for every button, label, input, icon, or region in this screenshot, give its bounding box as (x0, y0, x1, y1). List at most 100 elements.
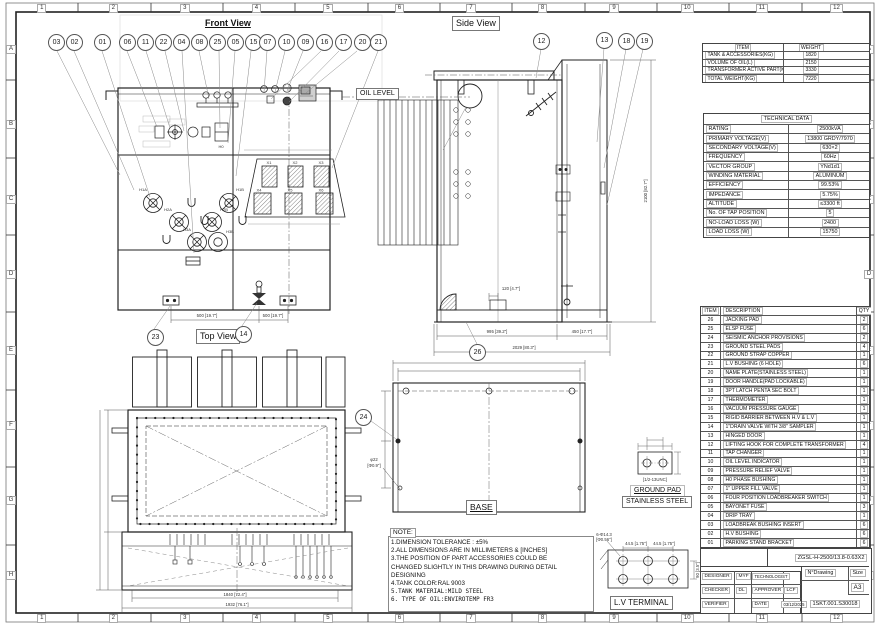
grid-ref-label: 6 (394, 3, 405, 13)
callout-bubble: 12 (533, 33, 550, 50)
callout-bubble: 24 (355, 409, 372, 426)
top-view-drawing (96, 349, 362, 612)
grid-ref-label: 5 (323, 3, 333, 13)
technical-data-row: PRIMARY VOLTAGE(V) 13800 GRDY/7970 (704, 134, 869, 144)
checker-value: DL (736, 587, 748, 594)
grid-ref-label: 6 (394, 613, 405, 623)
parts-list-row: 07 1" UPPER FILL VALVE 1 (701, 485, 869, 495)
technical-data-title: TECHNICAL DATA (761, 115, 812, 123)
callout-bubble: 07 (259, 34, 276, 51)
bushing-label-h1b: H1B (236, 187, 244, 192)
parts-list-row: 15 RIGID BARRIER BETWEEN H.V & L.V 1 (701, 413, 869, 423)
callout-bubble: 10 (278, 34, 295, 51)
callout-bubble: 23 (147, 329, 164, 346)
verifier-label: VERIFIER (702, 601, 730, 608)
callout-bubble: 06 (119, 34, 136, 51)
callout-bubble: 17 (335, 34, 352, 51)
callout-bubble: 22 (155, 34, 172, 51)
weight-header-weight: WEIGHT (798, 44, 824, 51)
dim-base-hole-2: [Φ0.9"] (367, 463, 380, 468)
grid-ref-label: H (5, 570, 17, 580)
dim-front-pad-left: 500 [19.7"] (197, 313, 218, 318)
date-label: DATE (752, 601, 770, 608)
parts-list-row: 25 ELSP FUSE 6 (701, 324, 869, 334)
grid-ref-label: G (5, 495, 17, 505)
side-view-drawing (342, 59, 656, 356)
grid-ref-label: 12 (830, 3, 843, 13)
callout-bubble: 05 (227, 34, 244, 51)
lv-terminal-detail (599, 540, 697, 589)
note-line: 3.THE POSITION OF PART ACCESSORIES COULD… (391, 555, 548, 563)
grid-ref-label: 12 (830, 613, 843, 623)
weight-table-row: TANK & ACCESSORIES(KG) 1820 (703, 52, 869, 60)
model-number: ZGSL-H-2500/13.8-0.63X2 (795, 554, 867, 562)
parts-list-row: 01 PARKING STAND BRACKET 6 (701, 538, 869, 548)
parts-list-row: 02 H.V BUSHING 6 (701, 529, 869, 539)
callout-bubble: 18 (618, 33, 635, 50)
notes-lines: 1.DIMENSION TOLERANCE : ±5%2.ALL DIMENSI… (389, 537, 593, 605)
callout-bubble: 16 (316, 34, 333, 51)
parts-list-header: ITEM DESCRIPTION QTY (701, 307, 871, 316)
grid-ref-label: F (6, 420, 16, 430)
callout-bubble: 25 (209, 34, 226, 51)
grid-ref-label: 3 (180, 3, 190, 13)
bushing-label-h3a: H3A (183, 227, 191, 232)
approver-label: APPROVER (752, 587, 784, 594)
parts-list-row: 19 DOOR HANDLE(PAD LOCKABLE) 1 (701, 378, 869, 388)
size-label: Size (850, 569, 866, 577)
note-line: 2.ALL DIMENSIONS ARE IN MILLIMETERS & [I… (391, 547, 548, 555)
grid-ref-label: 3 (180, 613, 190, 623)
grid-ref-label: A (6, 45, 17, 55)
bushing-label-h2a: H2A (164, 207, 172, 212)
grid-ref-label: 2 (108, 613, 118, 623)
callout-bubble: 04 (173, 34, 190, 51)
designer-value: MYF (736, 573, 752, 580)
grid-ref-label: 5 (323, 613, 333, 623)
parts-list-row: 24 SEISMIC ANCHOR PROVISIONS 2 (701, 333, 869, 343)
grid-ref-label: 2 (108, 3, 118, 13)
front-callouts-group-5: 21 (370, 34, 387, 51)
bushing-label-h0: H0 (218, 144, 224, 149)
top-view-label: Top View (196, 329, 241, 344)
dim-side-foot: 120 [4.7"] (502, 286, 520, 291)
parts-list-row: 09 PRESSURE RELIEF VALVE 1 (701, 467, 869, 477)
grid-ref-label: 9 (609, 3, 619, 13)
parts-list-row: 21 L.V BUSHING (6 HOLE) 6 (701, 360, 869, 370)
technical-data-table: TECHNICAL DATA RATING 2500kVA PRIMARY VO… (703, 113, 870, 239)
leader-lines (56, 47, 644, 440)
grid-ref-label: E (6, 345, 17, 355)
technical-data-row: No. OF TAP POSITION 5 (704, 209, 869, 219)
grid-ref-label: 8 (537, 3, 548, 13)
grid-ref-label: 11 (755, 3, 768, 13)
ground-pad-label-2: STAINLESS STEEL (622, 496, 693, 508)
weight-table-row: TOTAL WEIGHT(KG) 7220 (703, 74, 869, 83)
note-line: 6. TYPE OF OIL:ENVIROTEMP FR3 (391, 597, 494, 604)
parts-header-qty: QTY (857, 307, 871, 315)
bushing-label-h2b: H2B (220, 207, 228, 212)
parts-list-row: 16 VACUUM PRESSURE GAUGE 1 (701, 404, 869, 414)
bushing-label-x1: X1 (267, 160, 273, 165)
parts-header-description: DESCRIPTION (723, 307, 763, 315)
callout-bubble: 14 (235, 326, 252, 343)
drawing-number-value: 1SKT.001.S30018 (809, 600, 861, 608)
dim-side-tank-width: 995 [39.2"] (487, 329, 508, 334)
oil-level-label: OIL LEVEL (356, 88, 399, 100)
parts-list-row: 26 JACKING PAD 2 (701, 315, 869, 325)
note-line: CHANGED SLIGHTLY IN THIS DRAWING DURING … (391, 563, 558, 571)
grid-ref-label: B (6, 120, 17, 130)
notes-title: NOTE: (390, 528, 416, 538)
technical-data-row: WINDING MATERIAL ALUMINUM (704, 171, 869, 182)
technical-data-row: LOAD LOSS (W) 15750 (704, 227, 869, 238)
weight-table-row: VOLUME OF OIL(L) 2150 (703, 59, 869, 68)
callout-bubble: 01 (94, 34, 111, 51)
title-block: ZGSL-H-2500/13.8-0.63X2 DESIGNER MYF TEC… (700, 548, 872, 614)
side-view-label: Side View (452, 16, 500, 31)
side-callout-12: 12 (533, 33, 550, 50)
grid-ref-label: 11 (755, 613, 768, 623)
base-view-drawing (381, 360, 586, 513)
